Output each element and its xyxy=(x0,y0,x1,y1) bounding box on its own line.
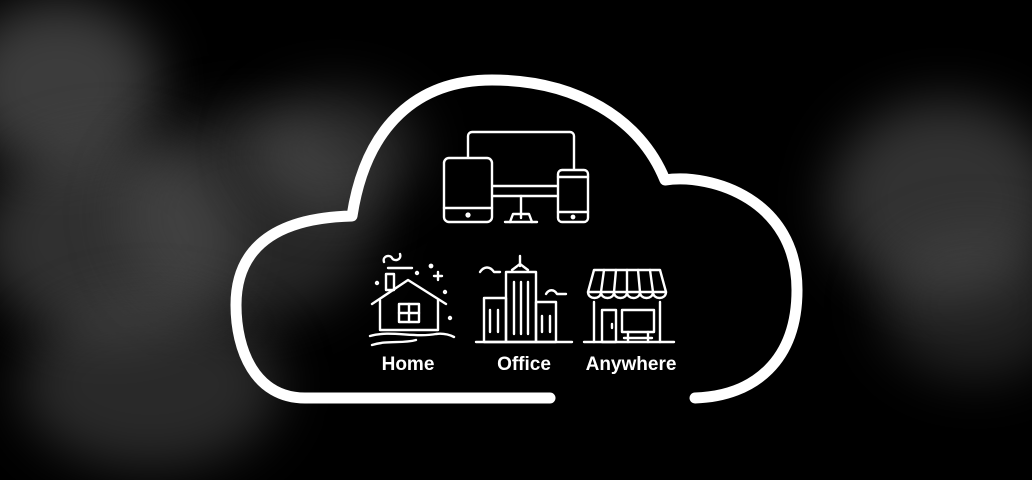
location-label-office: Office xyxy=(497,354,551,375)
office-building-icon xyxy=(474,254,574,344)
storefront-icon xyxy=(582,268,676,344)
house-icon xyxy=(368,252,456,347)
location-label-anywhere: Anywhere xyxy=(585,354,677,375)
location-label-home: Home xyxy=(381,354,435,375)
cloud-outline-icon xyxy=(230,74,803,404)
devices-icon xyxy=(442,130,590,224)
